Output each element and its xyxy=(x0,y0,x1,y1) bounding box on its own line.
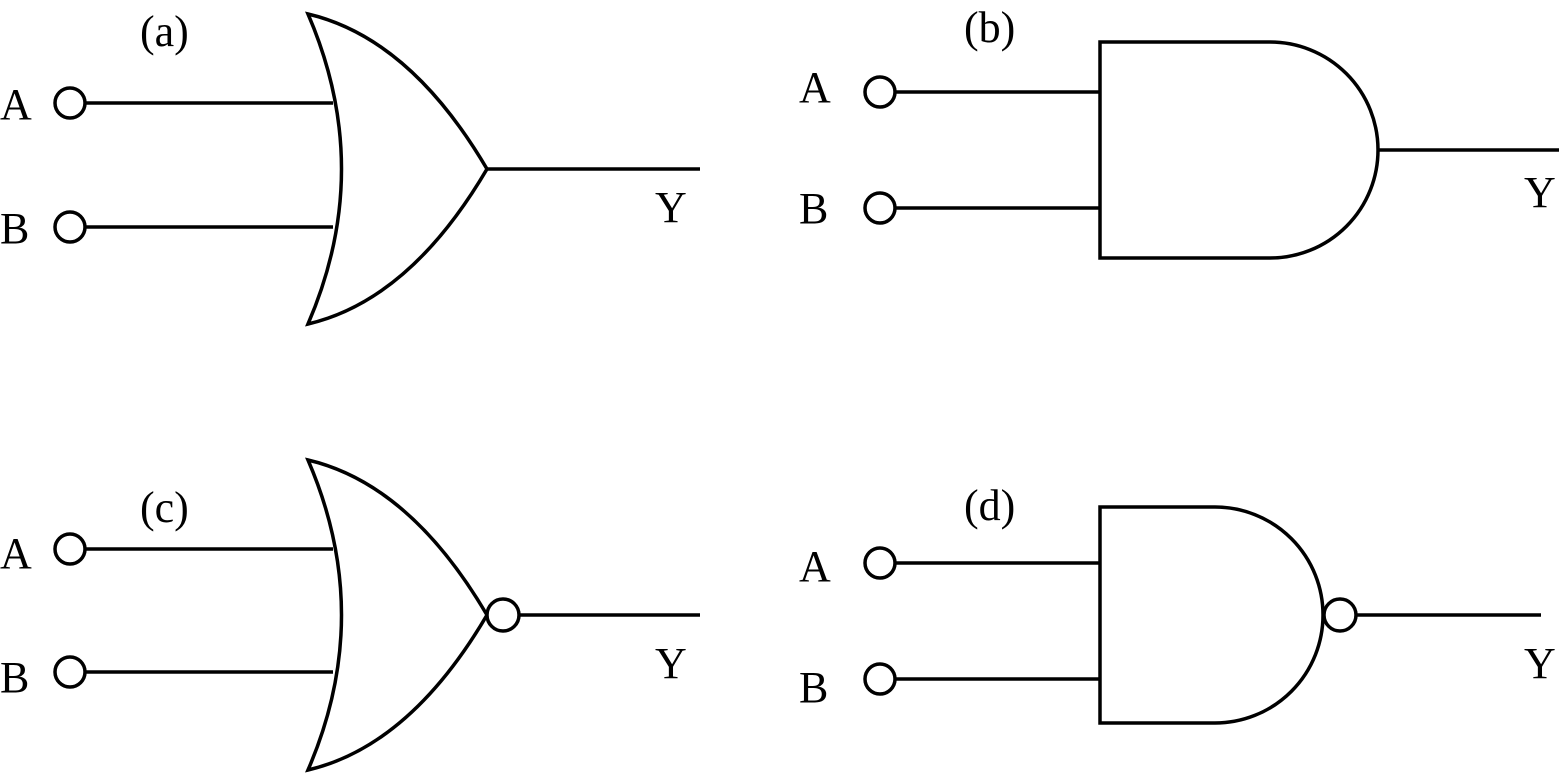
gate-d-inversion-bubble xyxy=(1322,597,1358,633)
gate-b-and-body xyxy=(1098,40,1380,260)
gate-d-input-a-label: A xyxy=(799,542,831,591)
gate-b-input-a-label: A xyxy=(799,63,831,112)
gate-d-nand-body xyxy=(1098,505,1325,725)
gate-c-input-b-terminal xyxy=(53,655,87,689)
gate-a-output-label: Y xyxy=(655,183,687,232)
gate-c-nor-body xyxy=(305,457,490,773)
gate-b-and: (b) A B Y xyxy=(799,3,1559,260)
gate-c-nor: (c) A B Y xyxy=(0,457,700,773)
gate-a-input-a-terminal xyxy=(53,86,87,120)
gate-d-caption: (d) xyxy=(964,481,1015,530)
gate-a-input-a-label: A xyxy=(0,80,32,129)
gate-b-input-b-terminal xyxy=(863,191,897,225)
gate-d-input-a-terminal xyxy=(863,546,897,580)
gate-c-output-label: Y xyxy=(655,639,687,688)
gate-c-input-a-label: A xyxy=(0,529,32,578)
gate-a-or-body xyxy=(305,11,490,327)
gate-a-or: (a) A B Y xyxy=(0,7,700,327)
gate-b-caption: (b) xyxy=(964,3,1015,52)
gate-d-nand: (d) A B Y xyxy=(799,481,1556,725)
gate-a-input-b-label: B xyxy=(0,204,29,253)
gate-c-inversion-bubble xyxy=(485,597,521,633)
gate-a-input-b-terminal xyxy=(53,210,87,244)
gate-c-caption: (c) xyxy=(140,483,189,532)
gate-d-input-b-label: B xyxy=(799,663,828,712)
gate-d-output-label: Y xyxy=(1524,639,1556,688)
gate-b-output-label: Y xyxy=(1524,168,1556,217)
gate-b-input-a-terminal xyxy=(863,75,897,109)
gate-d-input-b-terminal xyxy=(863,662,897,696)
gate-c-input-a-terminal xyxy=(53,532,87,566)
gate-c-input-b-label: B xyxy=(0,653,29,702)
gate-a-caption: (a) xyxy=(140,7,189,56)
gate-b-input-b-label: B xyxy=(799,184,828,233)
